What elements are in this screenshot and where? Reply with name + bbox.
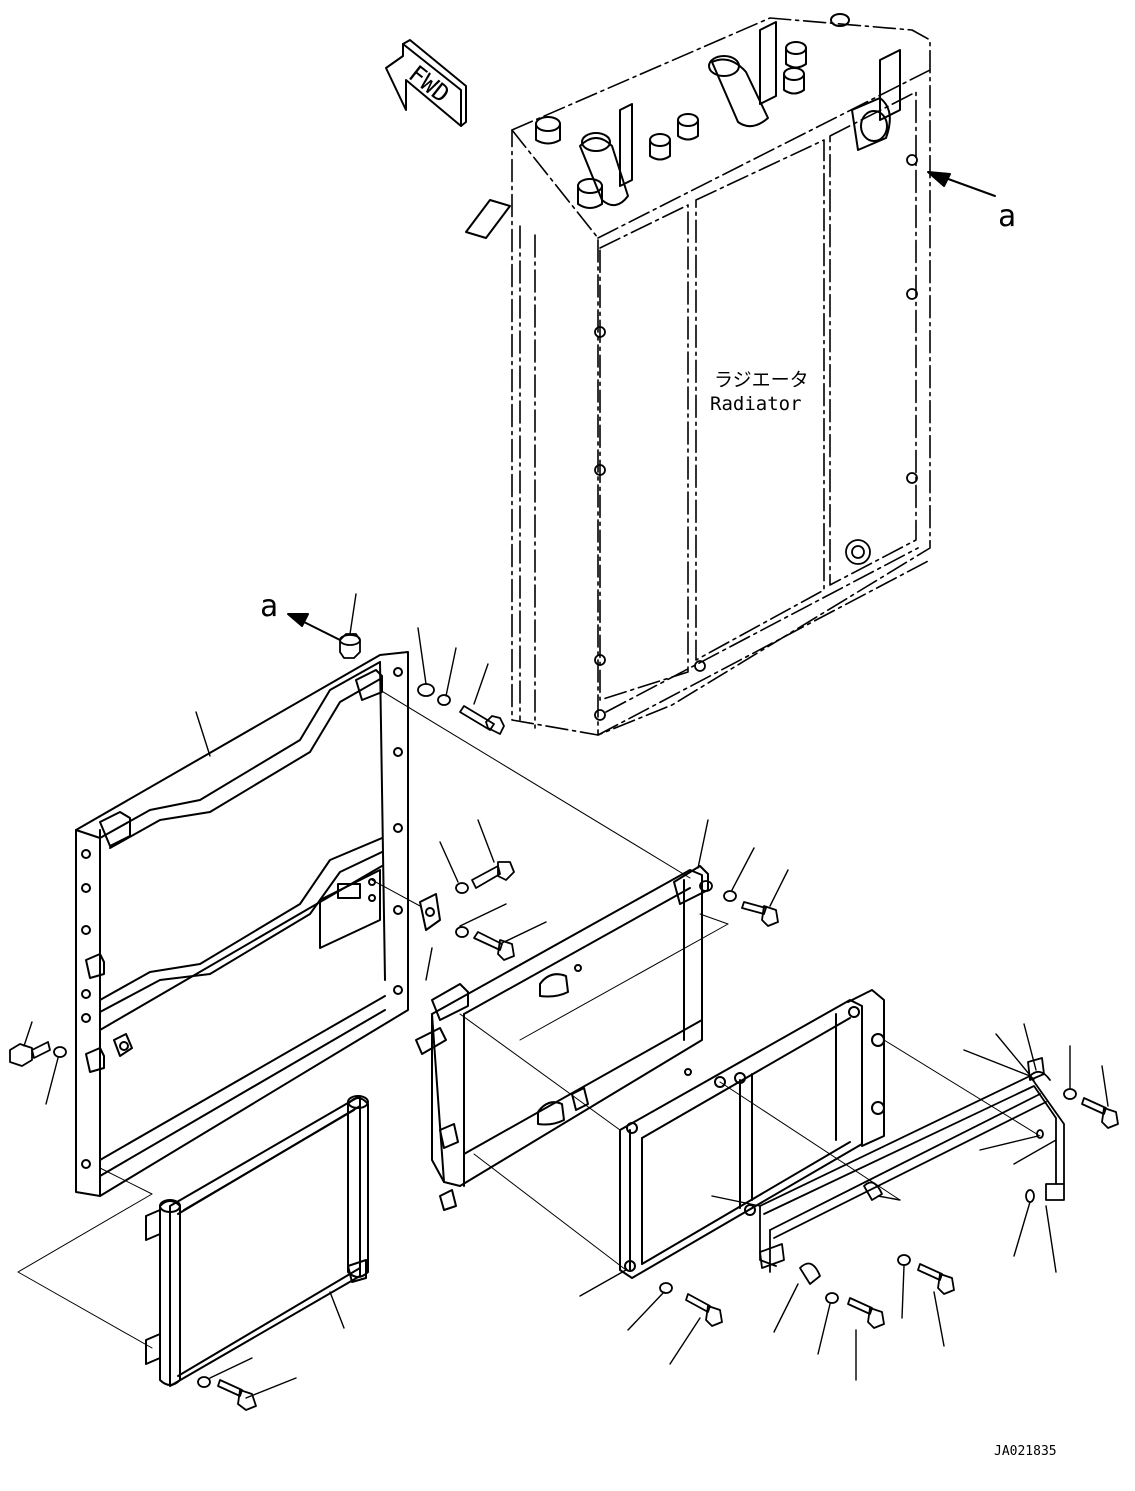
drawing-code: JA021835 (994, 1444, 1057, 1459)
fwd-arrow: FWD (385, 39, 467, 127)
leader-lines (23, 593, 1109, 1399)
ref-arrow-a-left: a (260, 589, 341, 641)
ref-a-top-label: a (998, 199, 1016, 234)
left-cooler-core (145, 1095, 369, 1387)
radiator-phantom-outline (511, 17, 931, 736)
radiator-bolt-holes (594, 154, 918, 721)
ref-a-left-label: a (260, 589, 278, 624)
fwd-label: FWD (403, 60, 454, 109)
left-frame (75, 651, 409, 1197)
middle-frame (415, 865, 709, 1211)
radiator-label-jp: ラジエータ (714, 369, 809, 391)
radiator-label-en: Radiator (710, 393, 802, 415)
radiator-top-fittings (465, 13, 901, 239)
assembly-lines (17, 689, 1041, 1349)
oil-pipes (759, 1057, 1065, 1285)
right-cooler-core (619, 989, 885, 1279)
ref-arrow-a-top: a (927, 171, 1016, 234)
fasteners (9, 633, 1119, 1411)
